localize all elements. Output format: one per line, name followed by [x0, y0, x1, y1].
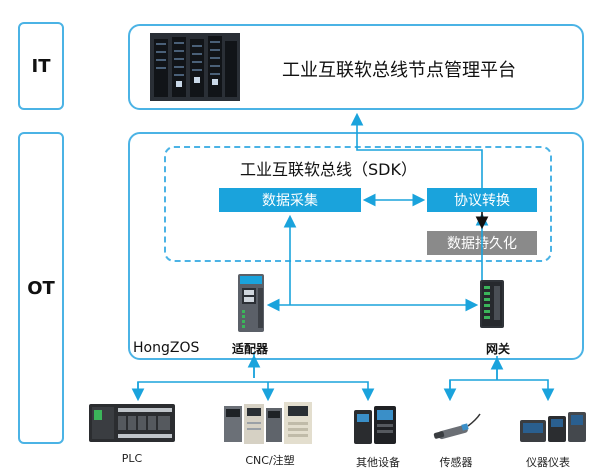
- cnc-machines-icon: [224, 402, 312, 444]
- device-label-plc: PLC: [121, 452, 143, 465]
- platform-panel: [128, 24, 584, 110]
- it-layer-label: IT: [18, 22, 64, 110]
- it-layer-text: IT: [31, 55, 51, 77]
- device-label-cnc: CNC/注塑: [245, 454, 295, 467]
- platform-title: 工业互联软总线节点管理平台: [282, 60, 516, 81]
- device-label-other: 其他设备: [356, 456, 400, 469]
- gateway-label: 网关: [486, 342, 511, 356]
- device-label-instrument: 仪器仪表: [526, 456, 570, 469]
- plc-icon: [89, 404, 175, 442]
- drive-device-icon: [354, 406, 396, 444]
- ot-layer-text: OT: [27, 277, 55, 299]
- protocol-conversion-box: 协议转换: [427, 188, 537, 212]
- sensor-icon: [433, 413, 481, 440]
- sdk-dashed-box: [164, 146, 552, 262]
- ot-layer-label: OT: [18, 132, 64, 444]
- server-rack-icon: [150, 33, 240, 101]
- gateway-device-icon: [480, 280, 504, 328]
- os-label: HongZOS: [133, 340, 200, 356]
- sdk-title: 工业互联软总线（SDK）: [240, 160, 417, 179]
- instrument-meter-icon: [520, 412, 586, 442]
- adapter-label: 适配器: [232, 342, 269, 356]
- data-collection-box: 数据采集: [219, 188, 361, 212]
- protocol-conversion-label: 协议转换: [454, 193, 510, 209]
- device-label-sensor: 传感器: [439, 456, 473, 469]
- adapter-device-icon: [238, 274, 264, 332]
- data-collection-label: 数据采集: [262, 193, 318, 209]
- ot-panel: [128, 132, 584, 360]
